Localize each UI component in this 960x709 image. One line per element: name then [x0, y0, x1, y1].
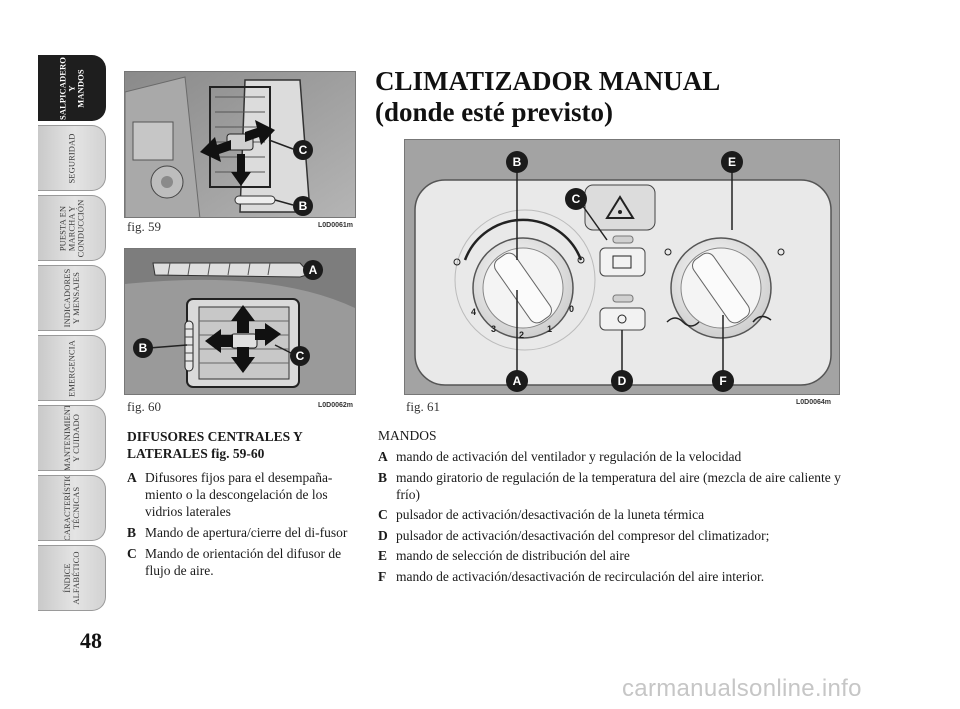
- callout-b-fig59: B: [293, 196, 313, 216]
- watermark: carmanualsonline.info: [622, 675, 862, 702]
- control-item-e: E mando de selección de distribución del…: [378, 547, 868, 564]
- item-key: A: [127, 470, 137, 485]
- item-text: mando de activación del ventilador y reg…: [396, 449, 742, 464]
- callout-c-fig60: C: [290, 346, 310, 366]
- fan-speed-0: 0: [569, 304, 574, 314]
- vents-section-heading: DIFUSORES CENTRALES Y LATERALES fig. 59-…: [127, 429, 303, 461]
- title-line-2: (donde esté previsto): [375, 97, 613, 127]
- vent-item-a: A Difusores fijos para el desempaña-mien…: [127, 469, 367, 520]
- fig-60-code: L0D0062m: [318, 402, 354, 409]
- tab-seguridad[interactable]: SEGURIDAD: [38, 125, 106, 191]
- central-vent-illustration: [125, 72, 355, 217]
- callout-d-fig61: D: [611, 370, 633, 392]
- fan-speed-2: 2: [519, 330, 524, 340]
- tab-emergencia[interactable]: EMERGENCIA: [38, 335, 106, 401]
- controls-heading: MANDOS: [378, 428, 437, 443]
- item-text: mando de selección de distribución del a…: [396, 548, 630, 563]
- page-number: 48: [80, 628, 102, 653]
- tab-mantenimiento[interactable]: MANTENIMIENTO Y CUIDADO: [38, 405, 106, 471]
- callout-a-fig61: A: [506, 370, 528, 392]
- controls-definition-list: A mando de activación del ventilador y r…: [378, 448, 868, 588]
- title-line-1: CLIMATIZADOR MANUAL: [375, 66, 721, 96]
- control-item-c: C pulsador de activación/desactivación d…: [378, 506, 868, 523]
- item-key: F: [378, 568, 387, 584]
- tab-caracteristicas[interactable]: CARACTERÍSTICAS TÉCNICAS: [38, 475, 106, 541]
- fig-61-code: L0D0064m: [796, 399, 832, 406]
- item-key: C: [127, 546, 137, 561]
- control-item-a: A mando de activación del ventilador y r…: [378, 448, 868, 465]
- item-key: B: [378, 469, 388, 485]
- fig-60-caption: fig. 60: [127, 399, 161, 414]
- fan-speed-3: 3: [491, 324, 496, 334]
- item-key: B: [127, 525, 137, 540]
- tab-indicadores[interactable]: INDICADORES Y MENSAJES: [38, 265, 106, 331]
- callout-b-fig60: B: [133, 338, 153, 358]
- tab-salpicadero-y-mandos[interactable]: SALPICADERO Y MANDOS: [38, 55, 106, 121]
- item-key: D: [378, 527, 388, 543]
- callout-c-fig61: C: [565, 188, 587, 210]
- item-key: E: [378, 548, 388, 563]
- fig-61-caption: fig. 61: [406, 399, 440, 414]
- callout-a-fig60: A: [303, 260, 323, 280]
- item-key: C: [378, 507, 388, 522]
- callout-b-fig61: B: [506, 151, 528, 173]
- callout-f-fig61: F: [712, 370, 734, 392]
- control-item-b: B mando giratorio de regulación de la te…: [378, 469, 868, 503]
- item-text: pulsador de activación/desactivación de …: [396, 507, 705, 522]
- tab-puesta-en-marcha[interactable]: PUESTA EN MARCHA Y CONDUCCIÓN: [38, 195, 106, 261]
- page-title: CLIMATIZADOR MANUAL (donde esté previsto…: [375, 66, 855, 128]
- fig-59-caption: fig. 59: [127, 219, 161, 234]
- item-text: mando giratorio de regulación de la temp…: [396, 469, 841, 502]
- control-item-f: F mando de activación/desactivación de r…: [378, 568, 868, 585]
- control-item-d: D pulsador de activación/desactivación d…: [378, 527, 868, 544]
- item-text: pulsador de activación/desactivación del…: [396, 527, 770, 543]
- item-text: Mando de orientación del difusor de fluj…: [145, 546, 342, 578]
- fan-speed-1: 1: [547, 324, 552, 334]
- vent-item-c: C Mando de orientación del difusor de fl…: [127, 545, 367, 579]
- vent-item-b: B Mando de apertura/cierre del di-fusor: [127, 524, 367, 541]
- item-text: mando de activación/desactivación de rec…: [396, 568, 765, 584]
- item-text: Mando de apertura/cierre del di-fusor: [145, 525, 348, 540]
- callout-c-fig59: C: [293, 140, 313, 160]
- side-vent-illustration: [125, 249, 355, 394]
- climate-panel-illustration: 4 3 2 1 0: [405, 140, 839, 394]
- figure-59-central-vent: C B: [124, 71, 356, 218]
- tab-indice[interactable]: ÍNDICE ALFABÉTICO: [38, 545, 106, 611]
- vents-definition-list: A Difusores fijos para el desempaña-mien…: [127, 469, 367, 583]
- callout-e-fig61: E: [721, 151, 743, 173]
- figure-60-side-vent: A B C: [124, 248, 356, 395]
- item-key: A: [378, 449, 388, 464]
- fig-59-code: L0D0061m: [318, 222, 354, 229]
- item-text: Difusores fijos para el desempaña-miento…: [145, 470, 333, 519]
- fan-speed-4: 4: [471, 307, 476, 317]
- figure-61-climate-panel: 4 3 2 1 0 B E C A D F: [404, 139, 840, 395]
